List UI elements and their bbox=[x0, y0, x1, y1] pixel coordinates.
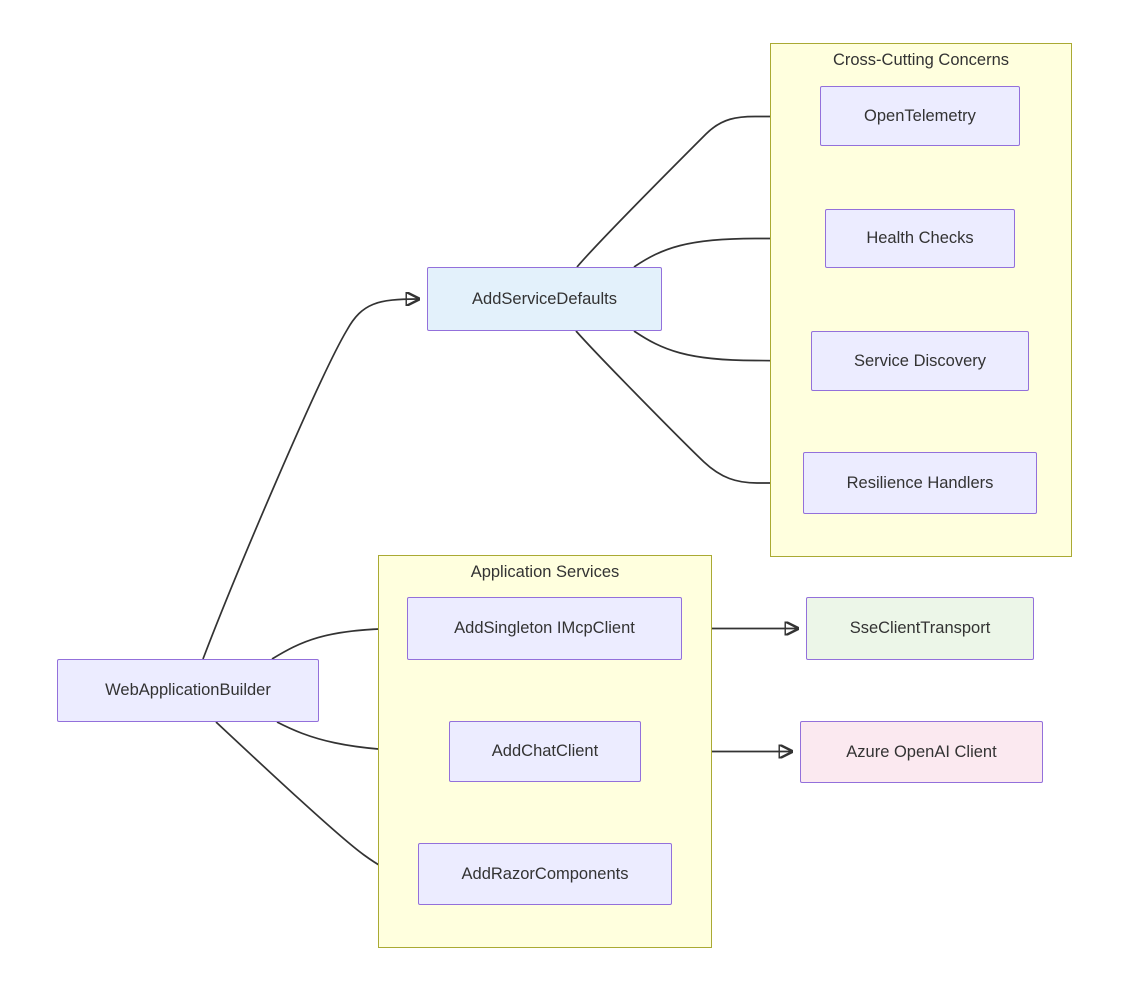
node-sseclienttransport: SseClientTransport bbox=[806, 597, 1034, 660]
node-label-addservicedefaults: AddServiceDefaults bbox=[472, 289, 617, 308]
node-addservicedefaults: AddServiceDefaults bbox=[427, 267, 662, 331]
node-webapplicationbuilder: WebApplicationBuilder bbox=[57, 659, 319, 722]
node-label-webapplicationbuilder: WebApplicationBuilder bbox=[105, 681, 271, 699]
node-service-discovery: Service Discovery bbox=[811, 331, 1029, 391]
node-resilience-handlers: Resilience Handlers bbox=[803, 452, 1037, 514]
node-addrazorcomponents: AddRazorComponents bbox=[418, 843, 672, 905]
node-addchatclient: AddChatClient bbox=[449, 721, 641, 782]
node-health-checks: Health Checks bbox=[825, 209, 1015, 268]
edge-addservicedefaults-to-resilience-handlers bbox=[575, 330, 794, 483]
node-label-opentelemetry: OpenTelemetry bbox=[864, 106, 976, 125]
node-opentelemetry: OpenTelemetry bbox=[820, 86, 1020, 146]
node-label-azure-openai-client: Azure OpenAI Client bbox=[846, 742, 997, 761]
node-label-addrazorcomponents: AddRazorComponents bbox=[461, 864, 629, 883]
node-label-service-discovery: Service Discovery bbox=[853, 351, 987, 370]
node-label-addsingleton-imcpclient: AddSingleton IMcpClient bbox=[454, 619, 635, 637]
node-addsingleton-imcpclient: AddSingleton IMcpClient bbox=[407, 597, 682, 660]
node-label-resilience-handlers: Resilience Handlers bbox=[846, 473, 994, 492]
node-label-health-checks: Health Checks bbox=[866, 229, 974, 247]
node-azure-openai-client: Azure OpenAI Client bbox=[800, 721, 1043, 783]
node-label-addchatclient: AddChatClient bbox=[491, 742, 599, 760]
group-title-application-services: Application Services bbox=[470, 563, 620, 581]
node-label-sseclienttransport: SseClientTransport bbox=[849, 619, 991, 637]
group-title-cross-cutting-concerns: Cross-Cutting Concerns bbox=[832, 51, 1010, 69]
